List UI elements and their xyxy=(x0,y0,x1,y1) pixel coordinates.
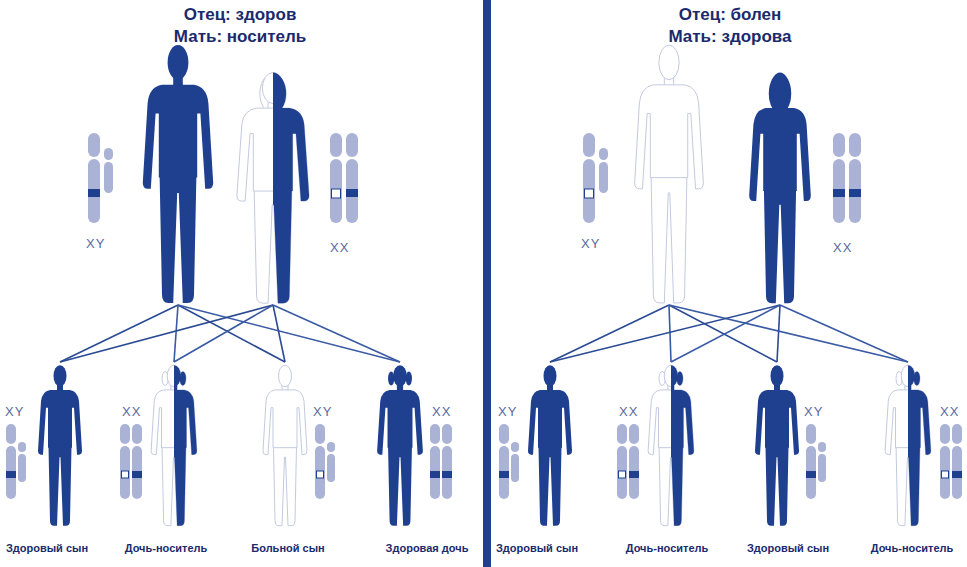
chromosome xyxy=(442,424,452,499)
person-node: XX Дочь-носитель xyxy=(860,362,964,562)
person-node: XX Дочь-носитель xyxy=(615,362,710,562)
inheritance-line xyxy=(178,305,285,362)
person-figure xyxy=(645,362,697,527)
chromosome-set: XY xyxy=(5,404,24,419)
person-node: XY xyxy=(80,38,222,305)
person-figure xyxy=(630,40,708,305)
child-label: Здоровый сын xyxy=(747,542,829,554)
person-node: XX Здоровая дочь xyxy=(372,362,472,562)
chromosome xyxy=(952,424,962,499)
person-figure xyxy=(35,362,85,527)
person-figure xyxy=(148,362,200,527)
child-label: Дочь-носитель xyxy=(125,542,208,554)
chromosome xyxy=(104,148,113,193)
chromosome xyxy=(940,424,950,499)
inheritance-line xyxy=(671,305,780,362)
person-figure xyxy=(138,40,218,305)
person-node: XY Здоровый сын xyxy=(495,362,590,562)
chromosome xyxy=(430,424,440,499)
chromosome-set: XY xyxy=(498,404,517,419)
person-figure xyxy=(232,68,314,305)
chromosome-set: XY xyxy=(313,404,332,419)
chromosome-set: XX xyxy=(619,404,638,419)
child-label: Больной сын xyxy=(251,542,324,554)
chromosome xyxy=(88,133,100,223)
person-figure xyxy=(752,362,802,527)
chromosome xyxy=(346,133,358,223)
chromosome xyxy=(599,148,608,193)
chromosome xyxy=(806,424,816,499)
chromosome xyxy=(330,133,342,223)
child-label: Здоровая дочь xyxy=(386,542,469,554)
panel-title: Отец: болен xyxy=(679,5,782,25)
person-node: XX xyxy=(232,68,367,305)
panel-title: Мать: носитель xyxy=(174,27,306,47)
person-node: XY xyxy=(575,38,710,305)
inheritance-line xyxy=(178,305,400,362)
chromosome-set: XX xyxy=(330,240,349,255)
chromosome-set: XX xyxy=(940,404,959,419)
inheritance-line xyxy=(669,305,671,362)
person-node: XY Здоровый сын xyxy=(2,362,92,562)
inheritance-line xyxy=(669,305,908,362)
chromosome xyxy=(6,424,16,499)
chromosome xyxy=(499,424,509,499)
inheritance-line xyxy=(60,305,273,362)
person-figure xyxy=(882,362,934,527)
inheritance-line xyxy=(550,305,780,362)
inheritance-line xyxy=(669,305,777,362)
chromosome-set: XY xyxy=(804,404,823,419)
chromosome xyxy=(583,133,595,223)
inheritance-line xyxy=(780,305,908,362)
chromosome xyxy=(833,133,845,223)
chromosome-set: XY xyxy=(581,236,600,251)
chromosome xyxy=(511,442,519,482)
inheritance-line xyxy=(60,305,178,362)
chromosome xyxy=(818,442,826,482)
chromosome xyxy=(617,424,627,499)
chromosome xyxy=(315,424,325,499)
person-figure xyxy=(260,362,310,527)
chromosome-set: XX xyxy=(122,404,141,419)
inheritance-line xyxy=(273,305,400,362)
chromosome xyxy=(629,424,639,499)
chromosome xyxy=(132,424,142,499)
chromosome xyxy=(120,424,130,499)
person-figure xyxy=(745,68,815,305)
child-label: Здоровый сын xyxy=(6,542,88,554)
person-node: XX xyxy=(745,68,875,305)
person-node: XY Здоровый сын xyxy=(740,362,835,562)
person-node: XX Дочь-носитель xyxy=(118,362,206,562)
child-label: Дочь-носитель xyxy=(626,542,709,554)
chromosome xyxy=(18,442,26,482)
person-figure xyxy=(525,362,575,527)
chromosome-set: XX xyxy=(432,404,451,419)
child-label: Дочь-носитель xyxy=(871,542,954,554)
inheritance-line xyxy=(174,305,178,362)
inheritance-line xyxy=(777,305,780,362)
divider-bar xyxy=(483,0,491,567)
inheritance-line xyxy=(550,305,669,362)
person-figure xyxy=(374,362,426,527)
chromosome xyxy=(327,442,335,482)
chromosome xyxy=(849,133,861,223)
chromosome-set: XX xyxy=(833,240,852,255)
chromosome-set: XY xyxy=(86,236,105,251)
inheritance-line xyxy=(273,305,285,362)
panel-title: Отец: здоров xyxy=(184,5,297,25)
panel-title: Мать: здорова xyxy=(668,27,791,47)
child-label: Здоровый сын xyxy=(496,542,578,554)
inheritance-line xyxy=(174,305,273,362)
person-node: XYБольной сын xyxy=(255,362,345,562)
